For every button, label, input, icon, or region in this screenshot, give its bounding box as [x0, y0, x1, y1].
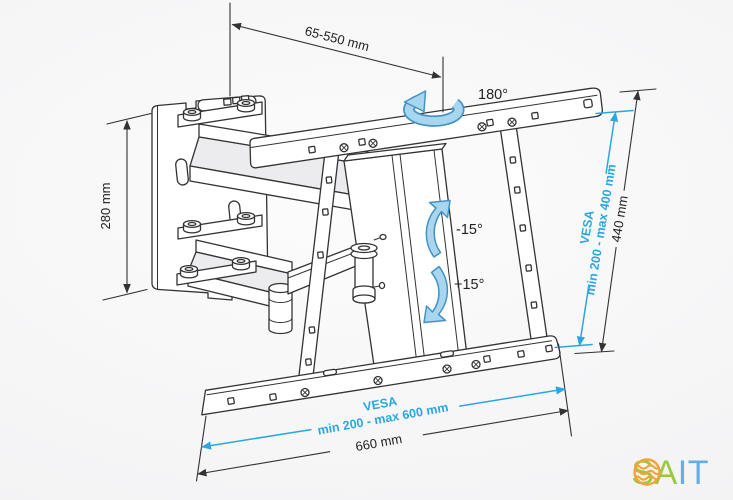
elbow-pivot-post: [268, 282, 293, 335]
rail-hole: [307, 145, 317, 154]
sait-logo: SAIT: [631, 456, 709, 490]
tilt-down-arrow-icon: [423, 265, 449, 324]
rail-screw: [507, 117, 517, 127]
bracket-width-label: 660 mm: [354, 431, 403, 454]
rail-screw: [477, 122, 487, 132]
mount-bolt: [236, 211, 256, 226]
tilt-up-arrow-icon: [425, 199, 451, 258]
vesa-hole: [513, 186, 521, 194]
vesa-hole: [525, 264, 533, 272]
rail-end-hole: [583, 98, 593, 109]
rail-screw: [368, 138, 378, 148]
mount-bolt: [182, 107, 202, 122]
wave-lines-icon: [635, 464, 660, 481]
tilt-hinge: [350, 233, 387, 304]
mount-bolt: [236, 98, 256, 113]
vesa-hole: [530, 301, 538, 309]
vesa-vertical-title: VESA: [577, 209, 596, 245]
rail-hole: [357, 137, 367, 147]
rail-screw: [471, 359, 481, 370]
rail-hole: [516, 349, 526, 359]
swivel-annotation: 180°: [403, 87, 508, 127]
rail-screw: [300, 387, 310, 398]
rail-hole: [268, 392, 278, 402]
rail-screw: [339, 143, 349, 153]
vesa-hole: [325, 176, 333, 184]
mount-bolt: [231, 256, 251, 271]
tilt-up-label: -15°: [456, 222, 483, 238]
keyhole-slot: [174, 157, 190, 187]
rail-hole: [485, 118, 495, 127]
rail-screw: [373, 375, 383, 386]
sait-logo-icon: [633, 458, 662, 486]
hinge-bolt: [379, 233, 387, 241]
lower-arm: [176, 211, 357, 335]
tilt-down-label: +15°: [454, 277, 484, 293]
vesa-hole: [316, 251, 325, 259]
dimension-plate-height: 280 mm: [98, 112, 152, 301]
vesa-hole: [321, 208, 329, 216]
mount-bolt: [179, 264, 199, 279]
tilt-annotation: -15° +15°: [423, 199, 484, 324]
hinge-bolt: [378, 281, 386, 290]
rail-hole: [530, 111, 540, 120]
vesa-hole: [519, 224, 527, 232]
right-vesa-rail: [499, 124, 550, 354]
vesa-hole: [304, 358, 313, 366]
rail-hole: [482, 354, 492, 364]
vesa-horizontal-title: VESA: [362, 394, 398, 414]
vesa-hole: [308, 326, 316, 334]
rail-screw: [442, 364, 452, 374]
mount-bolt: [182, 219, 202, 234]
logo-part-it: IT: [677, 454, 709, 492]
swivel-angle-label: 180°: [478, 87, 508, 103]
extension-range-label: 65-550 mm: [303, 23, 370, 54]
plate-height-label: 280 mm: [98, 183, 113, 230]
rail-end-hole: [544, 344, 554, 353]
rail-hole: [226, 396, 236, 406]
vesa-hole: [509, 156, 517, 164]
